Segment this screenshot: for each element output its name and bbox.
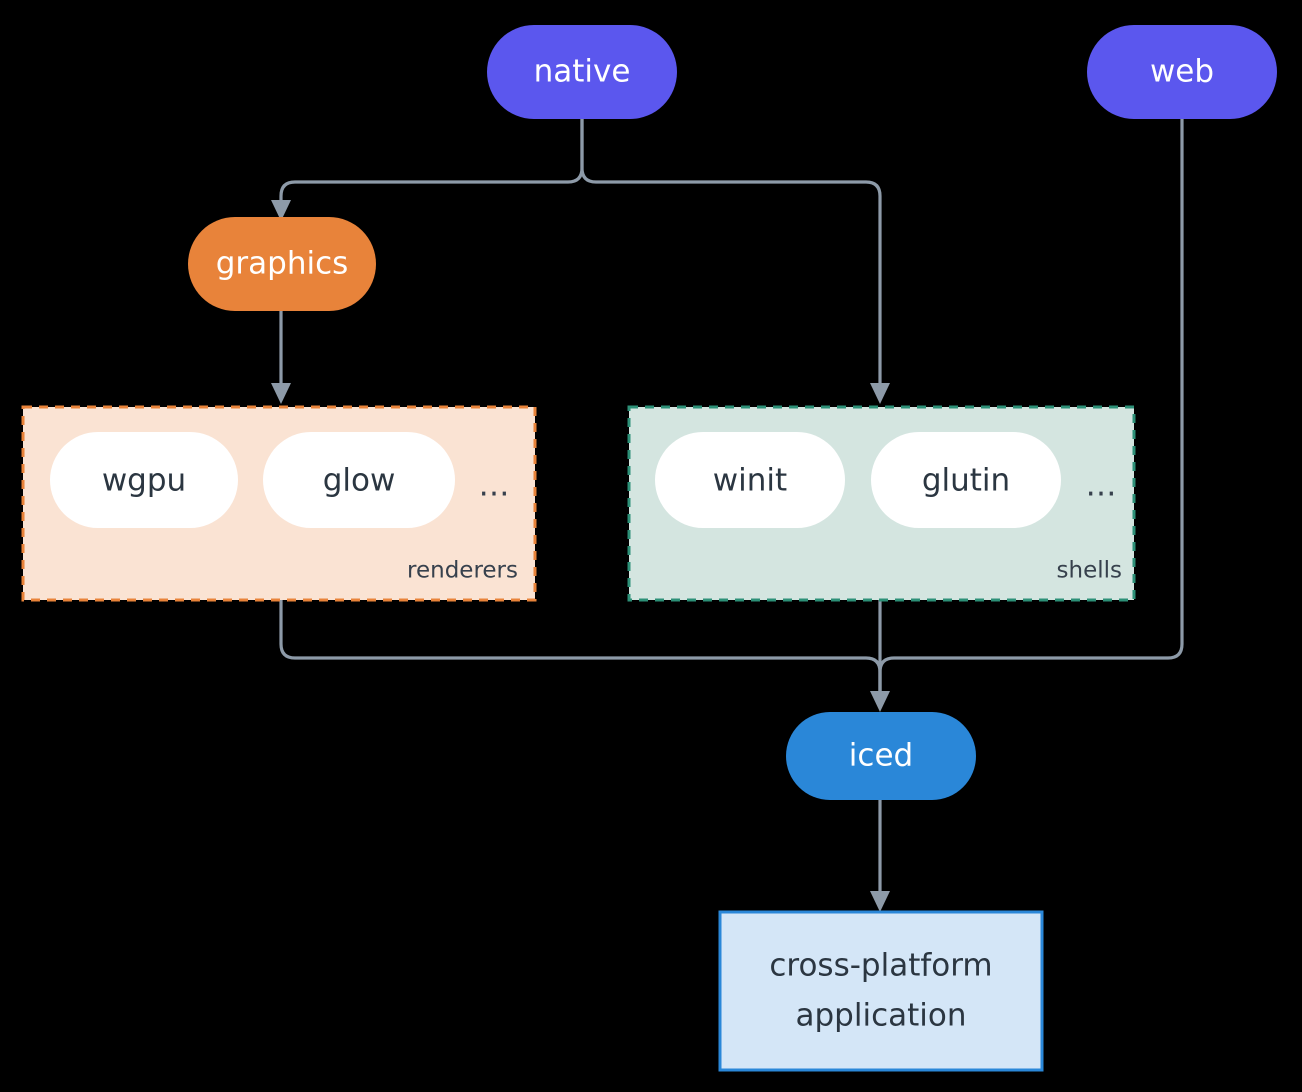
edge-native-to-shells [580,117,882,390]
arrowhead-graphics-to-renderers [271,383,291,404]
node-native-label: native [534,54,631,90]
group-item-glow[interactable] [263,432,455,528]
node-web-shape[interactable] [1087,25,1277,119]
group-renderers-label: renderers [407,558,518,584]
node-application-label-line1: cross-platform [769,948,992,984]
node-application[interactable]: cross-platform application [718,910,1044,1072]
group-item-wgpu-label: wgpu [102,463,186,499]
node-native-shape[interactable] [487,25,677,119]
arrowhead-merge-to-iced [870,691,890,712]
node-graphics-label: graphics [216,246,349,282]
node-iced-label: iced [849,738,913,774]
node-native[interactable]: native [487,25,677,119]
group-shells-ellipsis: … [1086,468,1117,504]
arrowhead-native-to-shells [870,383,890,404]
group-item-winit-label: winit [713,463,787,499]
node-graphics-shape[interactable] [188,217,376,311]
group-renderers-ellipsis: … [479,468,510,504]
node-web[interactable]: web [1087,25,1277,119]
arrowhead-native-to-graphics [271,200,291,221]
group-renderers: wgpu glow … renderers [21,405,537,602]
group-item-glutin-label: glutin [922,463,1010,499]
group-item-glow-label: glow [323,463,396,499]
node-web-label: web [1150,54,1214,90]
node-graphics[interactable]: graphics [188,217,376,311]
group-item-glutin[interactable] [871,432,1061,528]
edge-layer [271,117,1184,912]
group-item-wgpu[interactable] [50,432,238,528]
edge-web-to-iced [878,117,1184,696]
node-iced[interactable]: iced [786,712,976,800]
edge-renderers-to-iced [279,598,882,696]
node-application-label-line2: application [796,998,967,1034]
arrowhead-iced-to-application [870,891,890,912]
group-shells: winit glutin … shells [627,405,1136,602]
node-iced-shape[interactable] [786,712,976,800]
node-application-shape[interactable] [718,910,1044,1072]
group-shells-label: shells [1057,558,1122,584]
group-item-winit[interactable] [655,432,845,528]
edge-native-trunk [279,117,584,208]
